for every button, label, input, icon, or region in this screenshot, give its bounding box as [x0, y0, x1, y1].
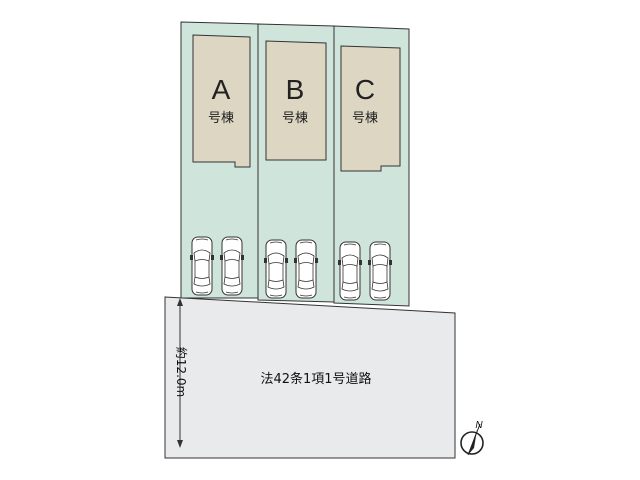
north-label: N	[475, 420, 483, 431]
lot-a-letter: A	[212, 74, 231, 105]
road-area	[164, 296, 456, 459]
car-a-2	[219, 236, 245, 296]
house-a	[192, 34, 251, 168]
car-c-1	[337, 241, 363, 301]
car-c-2	[367, 241, 393, 301]
car-a-1	[189, 236, 215, 296]
house-c	[340, 45, 401, 172]
lot-a-sub: 号棟	[208, 111, 234, 126]
dimension-arrow-top	[177, 298, 183, 306]
lot-c-letter: C	[355, 74, 375, 105]
lot-b-sub: 号棟	[282, 111, 308, 126]
dimension-label: 約12.0m	[174, 347, 189, 397]
road-label: 法42条1項1号道路	[260, 371, 371, 387]
car-b-2	[293, 239, 319, 299]
north-compass: N	[460, 420, 484, 456]
lot-c-sub: 号棟	[352, 111, 378, 126]
house-b	[265, 40, 327, 161]
lot-b-letter: B	[286, 74, 305, 105]
car-b-1	[263, 239, 289, 299]
dimension-arrow-bottom	[177, 440, 183, 448]
